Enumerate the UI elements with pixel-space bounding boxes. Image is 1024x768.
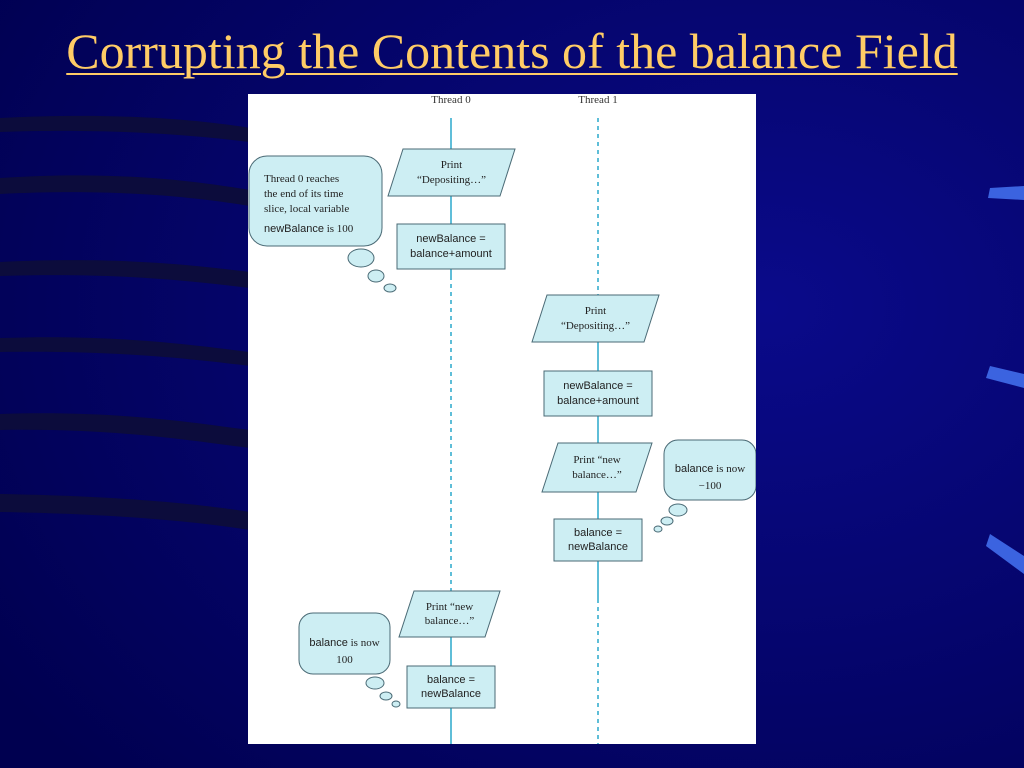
time-slice-note: Thread 0 reaches the end of its time sli…	[264, 173, 354, 235]
thread1-print-depositing-label: Print“Depositing…”	[560, 305, 631, 332]
thread0-assign-balance-shape	[406, 665, 496, 709]
thread1-assign-newbalance-shape	[543, 370, 653, 417]
thread1-assign-balance-label: balance =newBalance	[568, 526, 628, 553]
thread1-assign-newbalance-label: newBalance =balance+amount	[557, 380, 639, 407]
thread1-label: Thread 1	[578, 94, 618, 106]
decorative-tabs	[986, 186, 1024, 574]
thread0-label: Thread 0	[431, 94, 471, 106]
diagram-graphics	[248, 118, 756, 744]
thread1-print-newbalance-shape	[541, 442, 653, 493]
thread0-print-newbalance-shape	[398, 590, 501, 638]
thread0-print-depositing-shape	[387, 148, 516, 197]
decorative-stripes	[0, 115, 250, 530]
thread1-assign-balance-shape	[553, 518, 643, 562]
time-slice-thought-bubble	[248, 155, 397, 293]
thread0-assign-newbalance-label: newBalance =balance+amount	[410, 233, 492, 260]
thread1-balance-note: balance is now −100	[674, 463, 746, 492]
thread1-print-depositing-shape	[531, 294, 660, 343]
thread1-balance-thought-bubble	[653, 439, 756, 533]
slide-title: Corrupting the Contents of the balance F…	[66, 23, 958, 79]
thread0-balance-thought-bubble	[298, 612, 401, 708]
thread0-assign-newbalance-shape	[396, 223, 506, 270]
thread0-print-depositing-label: Print“Depositing…”	[416, 159, 487, 186]
thread0-assign-balance-label: balance =newBalance	[421, 673, 481, 700]
thread0-balance-note: balance is now 100	[309, 637, 380, 666]
thread-diagram: Thread 0 Thread 1 Print“Depositing…” new…	[248, 94, 756, 744]
